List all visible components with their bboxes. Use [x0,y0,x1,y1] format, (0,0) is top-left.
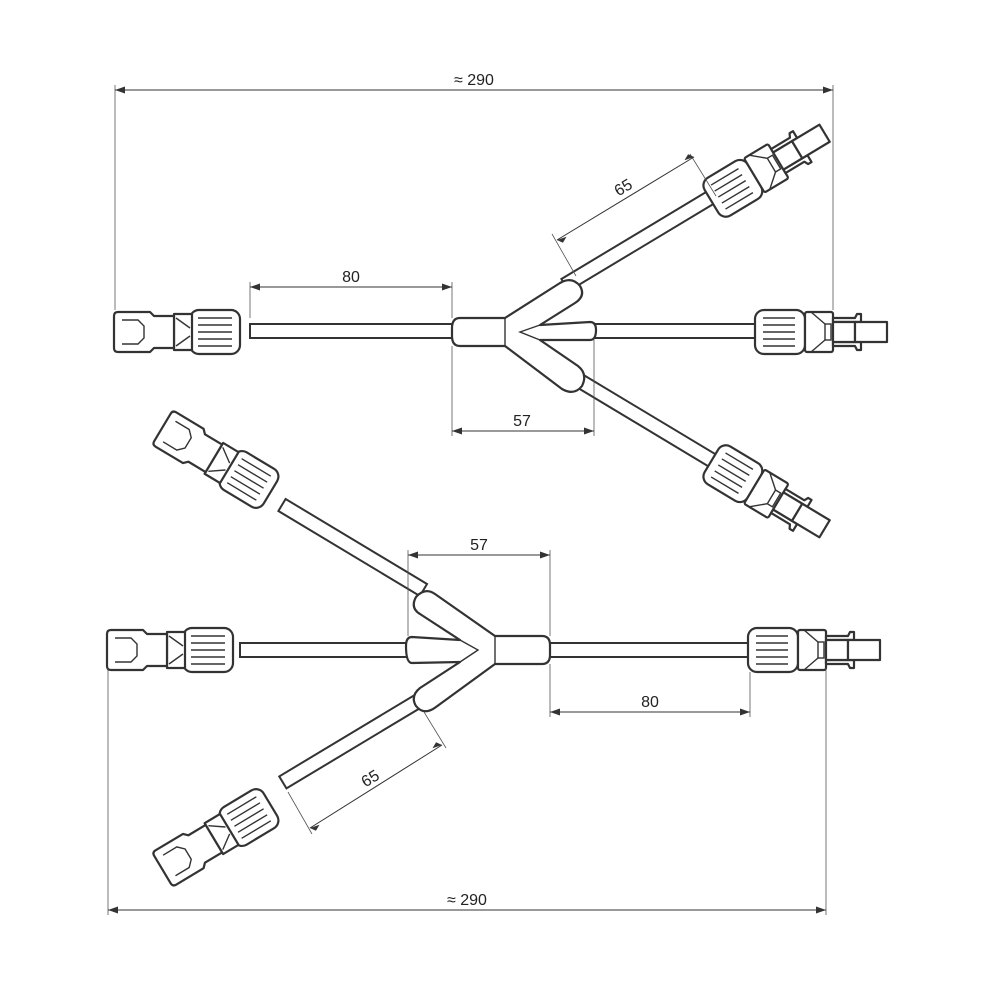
bottom-branch-cable-upper [277,497,429,598]
bottom-overall-dimension-label: ≈ 290 [447,892,487,909]
bottom-female-connector-upper [149,407,283,513]
bottom-trunk-dimension-label: 80 [641,694,659,711]
bottom-branch-cable-middle [239,642,416,658]
top-overall-dimension: ≈ 290 [114,72,834,310]
top-y-splitter [450,279,598,393]
top-split-dimension: 57 [451,340,595,436]
bottom-overall-dimension: ≈ 290 [107,668,827,915]
top-assembly: ≈ 290 80 57 65 [112,72,889,549]
top-trunk-dimension: 80 [249,269,453,318]
top-trunk-cable [249,323,461,339]
top-branch-cable-middle [589,323,756,339]
bottom-split-dimension-label: 57 [470,537,488,554]
top-male-connector-upper [698,113,838,222]
bottom-split-dimension: 57 [407,537,551,636]
top-trunk-dimension-label: 80 [342,269,360,286]
bottom-assembly: 57 80 65 ≈ 290 [105,407,882,915]
bottom-female-connector-middle [105,626,235,674]
bottom-trunk-dimension: 80 [549,664,751,717]
bottom-trunk-male-connector [746,626,882,674]
top-branch-dimension-label: 65 [612,176,636,200]
bottom-branch-dimension: 65 [287,711,447,835]
top-split-dimension-label: 57 [513,413,531,430]
top-branch-cable-lower [570,370,735,479]
top-male-connector-middle [753,308,889,356]
top-male-connector-lower [698,440,838,549]
bottom-female-connector-lower [149,784,283,890]
bottom-y-splitter [404,590,552,713]
top-trunk-female-connector [112,308,242,356]
top-overall-dimension-label: ≈ 290 [454,72,494,89]
top-branch-dimension: 65 [551,153,717,277]
bottom-branch-dimension-label: 65 [359,767,383,791]
top-branch-cable-upper [560,179,733,293]
bottom-branch-cable-lower [277,692,425,790]
bottom-trunk-cable [547,642,754,658]
